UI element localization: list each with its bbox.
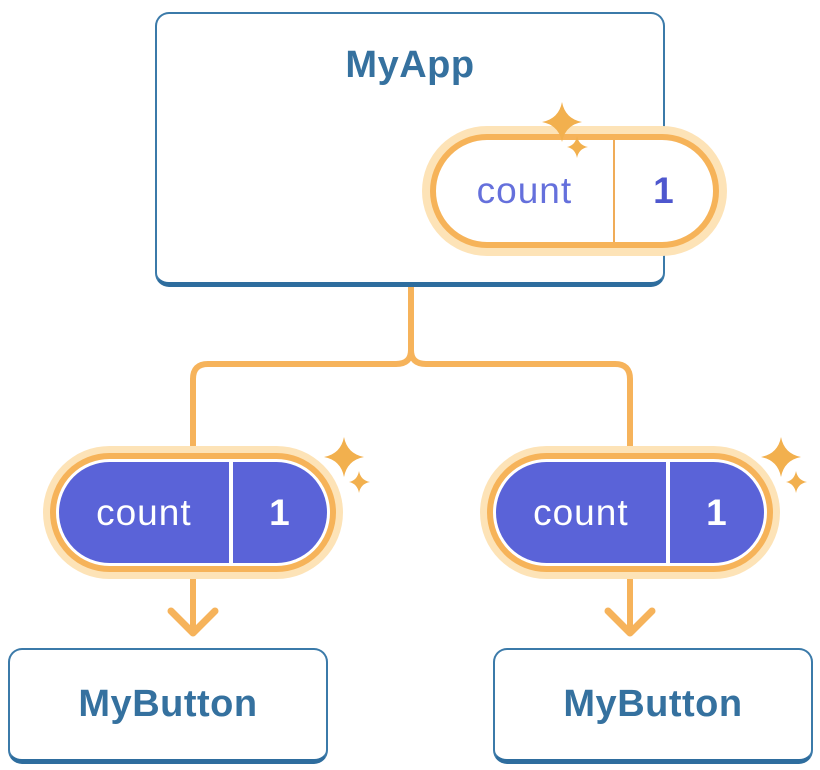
sparkle-icon	[761, 437, 807, 493]
child-component-card-left: MyButton	[8, 648, 328, 764]
root-component-title: MyApp	[345, 44, 475, 86]
child-component-title: MyButton	[563, 683, 743, 725]
props-pill-label: count	[533, 491, 629, 533]
state-pill-value: 1	[653, 170, 675, 211]
state-pill-label: count	[476, 170, 573, 211]
props-pill-right-ring: count 1	[487, 453, 773, 572]
props-pill-label: count	[96, 491, 192, 533]
props-pill-value: 1	[269, 491, 291, 533]
props-pill-divider	[665, 462, 670, 563]
props-pill-value: 1	[706, 491, 728, 533]
props-pill-right: count 1	[480, 446, 780, 579]
props-pill-divider	[228, 462, 233, 563]
connector-right-branch	[408, 281, 633, 631]
state-pill-divider	[612, 140, 615, 242]
arrow-down-icon	[604, 607, 656, 637]
props-pill-left: count 1	[43, 446, 343, 579]
arrow-down-icon	[167, 607, 219, 637]
props-pill-right-body: count 1	[496, 462, 764, 563]
props-pill-left-ring: count 1	[50, 453, 336, 572]
child-component-title: MyButton	[78, 683, 258, 725]
sparkle-icon	[542, 102, 588, 158]
sparkle-icon	[324, 437, 370, 493]
state-pill-body: count 1	[430, 134, 719, 248]
props-pill-left-body: count 1	[59, 462, 327, 563]
child-component-card-right: MyButton	[493, 648, 813, 764]
